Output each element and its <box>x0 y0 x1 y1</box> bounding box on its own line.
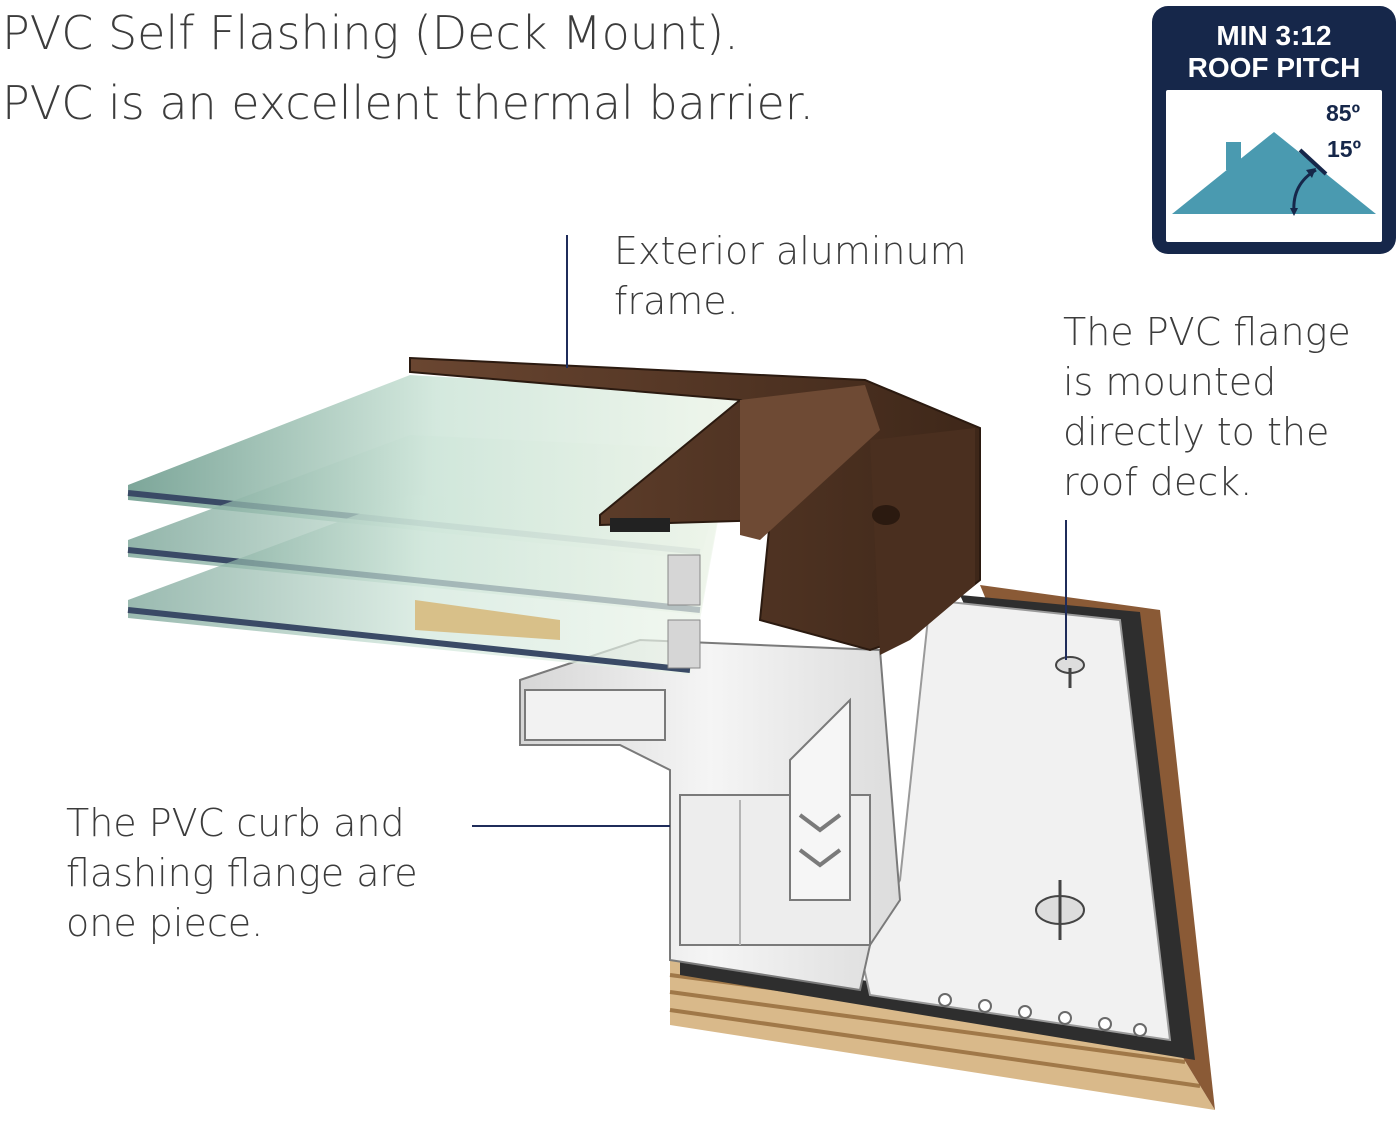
frame-callout: Exterior aluminum frame. <box>614 226 967 326</box>
pvc-flange <box>858 598 1172 1042</box>
flange-fastener-icon <box>1055 656 1085 688</box>
frame-callout-line: frame. <box>614 279 739 323</box>
exterior-aluminum-frame <box>409 356 981 655</box>
triple-glazing <box>127 375 745 675</box>
angle-max-label: 85º <box>1326 100 1360 126</box>
badge-panel: 85º 15º <box>1166 90 1382 242</box>
flange-callout-line: is mounted <box>1063 360 1277 404</box>
angle-min-label: 15º <box>1327 136 1361 162</box>
badge-line-2: ROOF PITCH <box>1187 52 1361 83</box>
curb-callout-line: flashing flange are <box>66 851 418 895</box>
roof-pitch-icon <box>1172 132 1376 216</box>
flange-screw-bumps <box>938 993 1147 1037</box>
flange-callout: The PVC flange is mounted directly to th… <box>1063 307 1351 507</box>
title-line-1: PVC Self Flashing (Deck Mount). <box>2 6 739 60</box>
curb-callout-line: The PVC curb and <box>66 801 405 845</box>
title-line-2: PVC is an excellent thermal barrier. <box>2 76 815 130</box>
curb-callout-line: one piece. <box>66 901 264 945</box>
flange-callout-line: The PVC flange <box>1063 310 1351 354</box>
curb-callout: The PVC curb and flashing flange are one… <box>66 798 418 948</box>
roof-pitch-badge: MIN 3:12 ROOF PITCH 85º 15º <box>1152 6 1396 254</box>
flange-callout-line: directly to the <box>1063 410 1330 454</box>
badge-line-1: MIN 3:12 <box>1216 20 1332 51</box>
frame-callout-line: Exterior aluminum <box>614 229 967 273</box>
flange-fastener-icon <box>1035 880 1085 940</box>
pvc-curb <box>519 638 902 992</box>
flange-callout-line: roof deck. <box>1063 460 1253 504</box>
